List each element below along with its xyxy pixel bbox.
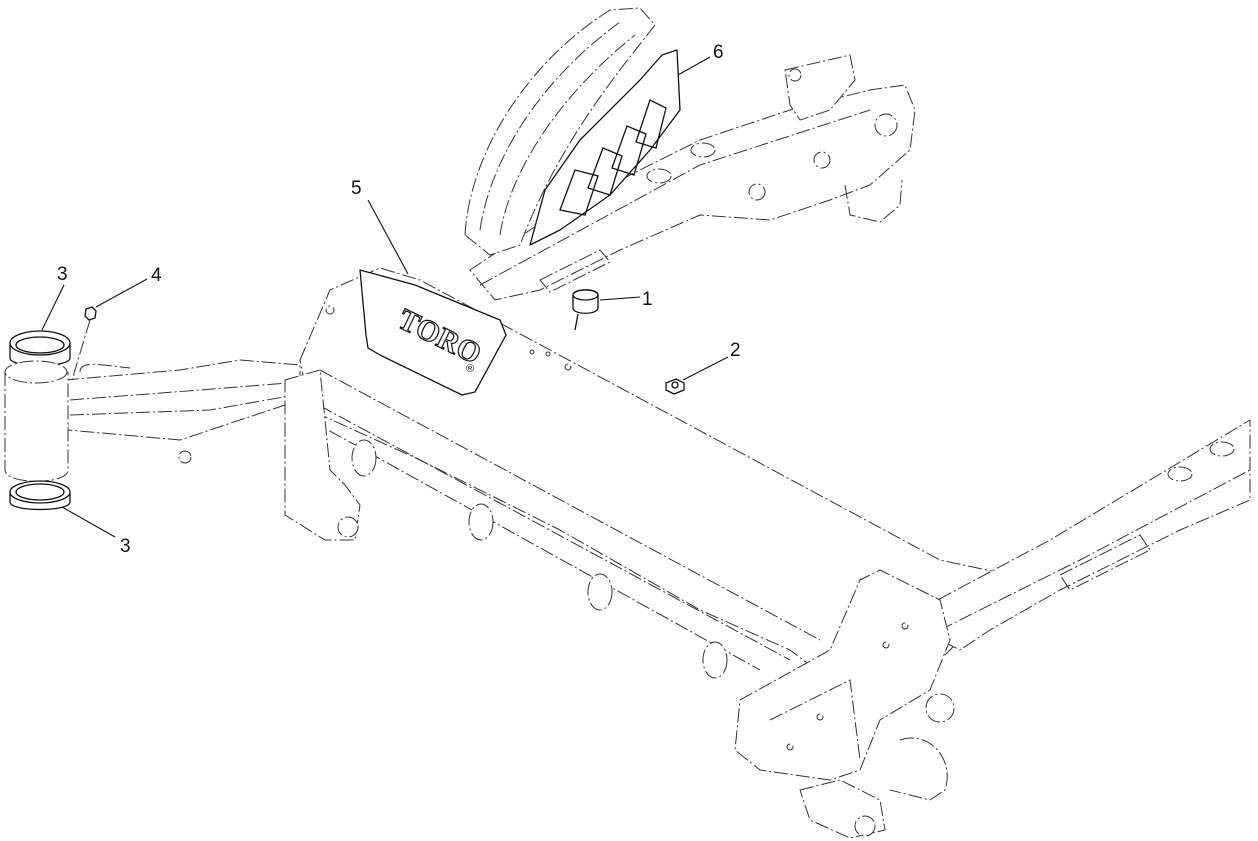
leader-3-lower — [61, 506, 116, 538]
leader-lines — [41, 56, 729, 538]
callout-4: 4 — [151, 265, 162, 286]
callout-2: 2 — [730, 340, 741, 361]
leader-5 — [367, 199, 409, 275]
spindle-tube — [4, 360, 69, 482]
rear-frame-rail — [469, 54, 916, 301]
part-6-plate — [529, 49, 681, 246]
callout-5: 5 — [351, 178, 362, 199]
leader-6 — [677, 56, 711, 76]
axle-arm — [64, 359, 301, 464]
callout-3-upper: 3 — [57, 264, 68, 285]
part-5-toro-decal: TORO ® — [359, 269, 507, 396]
toro-logo-mark: ® — [466, 363, 474, 375]
part-4-grease-fitting — [71, 306, 97, 381]
part-1-knob — [572, 289, 599, 331]
leader-4 — [95, 278, 148, 308]
callout-labels: 1 2 3 3 4 5 6 — [57, 42, 741, 557]
callout-1: 1 — [642, 289, 653, 310]
leader-2 — [682, 356, 729, 381]
front-frame-rail — [899, 419, 1251, 651]
part-3-lower-bushing — [9, 480, 71, 511]
part-3-upper-bushing — [9, 330, 71, 367]
seat-panel — [464, 7, 656, 256]
front-bracket — [734, 569, 955, 839]
part-2-nut — [665, 378, 685, 395]
leader-1 — [599, 296, 641, 301]
leader-3-upper — [41, 284, 65, 331]
callout-3-lower: 3 — [120, 536, 131, 557]
callout-6: 6 — [713, 42, 724, 63]
